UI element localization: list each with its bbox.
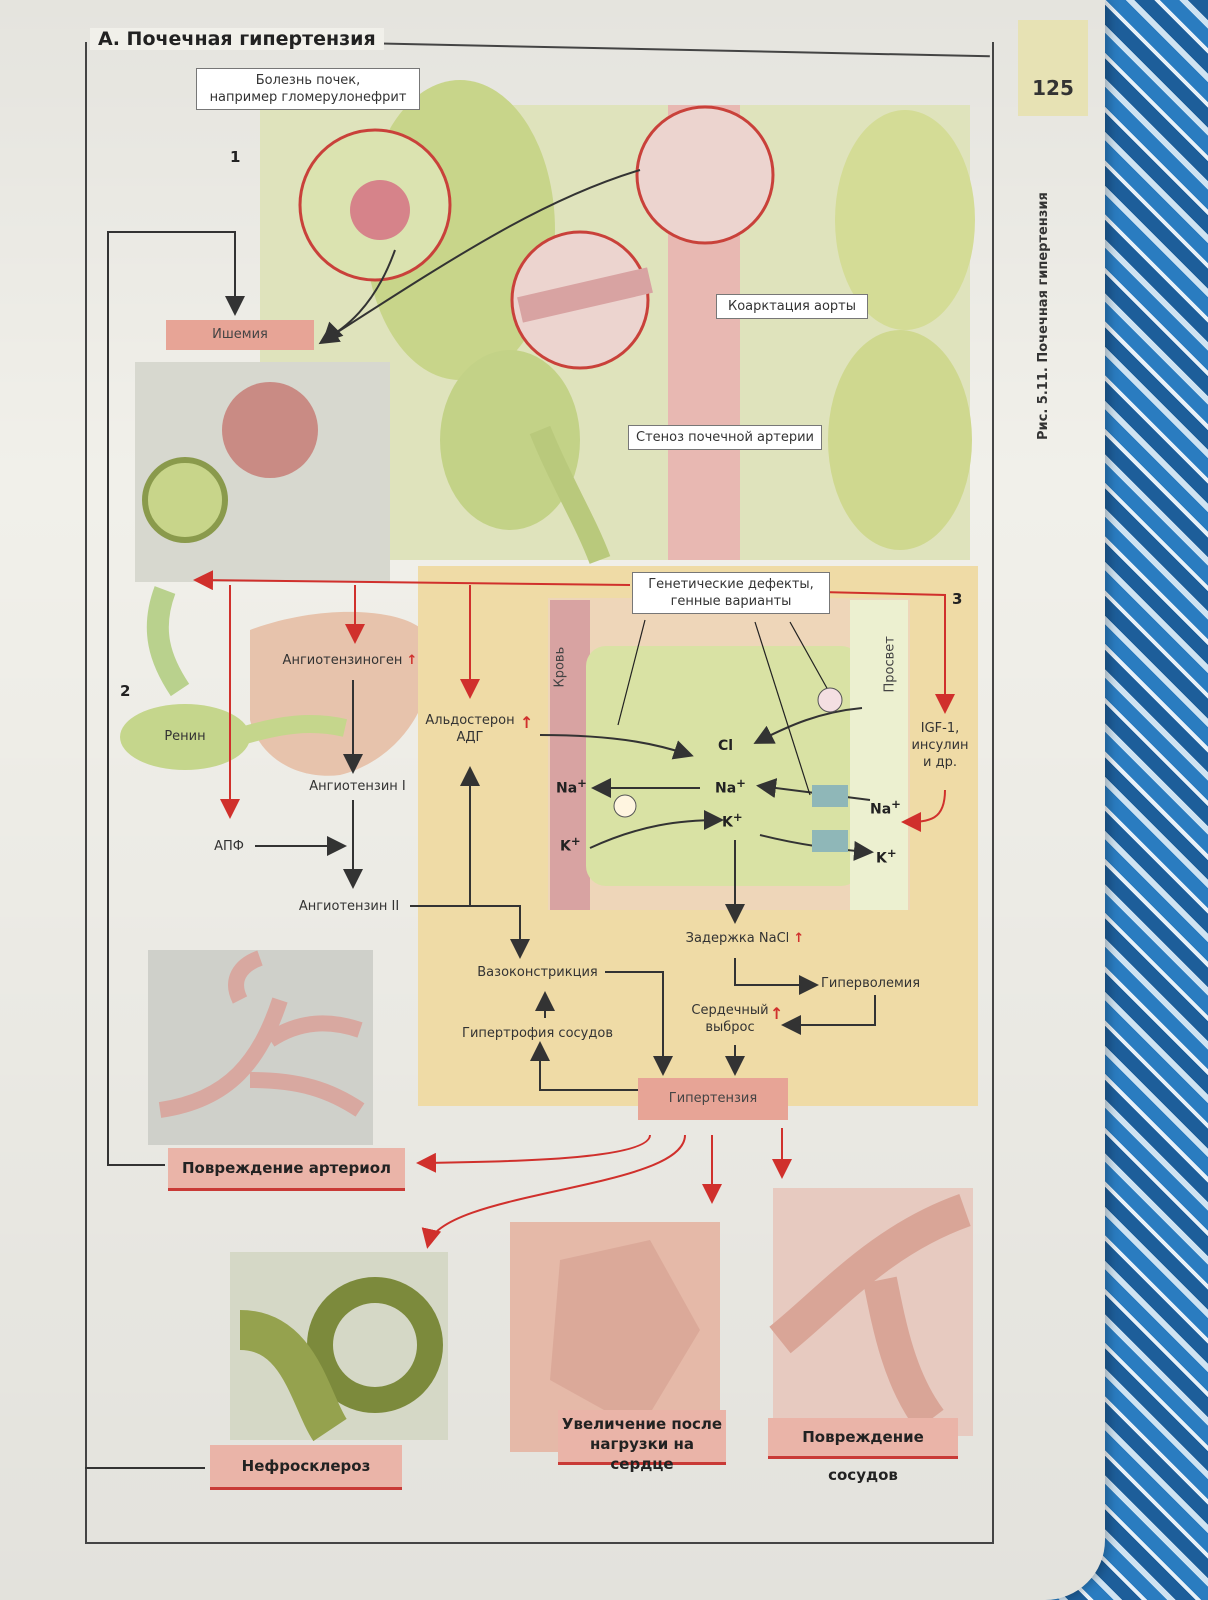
renal-artery-detail	[517, 267, 653, 323]
coarctation-label: Коарктация аорты	[716, 294, 868, 319]
nacl-retention-label: Задержка NaCl ↑	[685, 931, 805, 946]
arrow-cl	[753, 707, 863, 744]
arrow-vaso-ht	[605, 971, 673, 1076]
red-ht-nephro	[421, 1134, 686, 1249]
nephrosclerosis-tube	[238, 1310, 348, 1442]
heart-valve	[550, 1240, 700, 1430]
outcome-heart-afterload: Увеличение после нагрузки на сердце	[558, 1410, 726, 1473]
arrow-at2-vaso	[470, 905, 530, 959]
blood-label: Кровь	[552, 646, 568, 688]
liver	[250, 611, 432, 776]
nacl-up-icon: ↑	[793, 931, 805, 946]
arteriole-branches	[158, 950, 365, 1118]
label-number-3: 3	[952, 590, 963, 608]
angiotensin1-label: Ангиотензин I	[309, 779, 406, 794]
red-igf-na	[901, 789, 946, 832]
glomerulus-detail	[350, 180, 410, 240]
label-number-1: 1	[230, 148, 241, 166]
right-kidney	[835, 110, 975, 330]
ion-k-blood: K+	[560, 834, 581, 855]
figure-frame	[85, 42, 994, 1544]
pump-na-k	[613, 794, 637, 818]
page-number: 125	[1032, 76, 1074, 100]
ion-na-blood: Na+	[556, 776, 587, 797]
igf-label: IGF-1, инсулин и др.	[911, 721, 969, 770]
blood-column	[550, 600, 590, 910]
renin-label: Ренин	[164, 729, 206, 744]
genetic-pointer-3	[789, 621, 829, 691]
renin-tail	[242, 715, 348, 744]
arrow-ht-hypertrophy	[530, 1041, 640, 1091]
angiotensin2-label: Ангиотензин II	[298, 899, 400, 914]
angiotensinogen-up-icon: ↑	[406, 653, 418, 668]
genetic-pointer-2	[754, 621, 811, 796]
channel-cl	[817, 687, 843, 713]
left-kidney-lower	[440, 350, 580, 530]
ion-k-cell: K+	[722, 810, 743, 831]
genetic-defects-label: Генетические дефекты, генные варианты	[632, 572, 830, 614]
angiotensinogen-label: Ангиотензиноген ↑	[282, 653, 418, 668]
channel-na	[812, 785, 848, 807]
ischemia-box: Ишемия	[166, 320, 314, 350]
arrow-glomerulo-ischemia	[322, 249, 396, 343]
renin-shape	[120, 704, 250, 770]
red-to-igf	[819, 591, 955, 714]
ion-k-lumen: K+	[876, 846, 897, 867]
aorta-magnifier	[635, 105, 775, 245]
cardiac-output-up-icon: ↑	[770, 1004, 784, 1023]
ace-label: АПФ	[214, 839, 244, 854]
red-main-line	[193, 570, 631, 591]
nephron-tubule	[142, 457, 228, 543]
channel-k	[812, 830, 848, 852]
red-ht-arteriole	[416, 1134, 651, 1173]
arrow-at2-ald	[410, 766, 480, 907]
damaged-vessel	[769, 1193, 971, 1431]
ion-na-lumen: Na+	[870, 797, 901, 818]
arrow-arteriole-loop	[107, 231, 245, 1166]
arrow-hyper-co	[781, 995, 876, 1035]
arrow-nacl-hyper	[734, 958, 819, 995]
stenosis-label: Стеноз почечной артерии	[628, 425, 822, 450]
big-green-arrow	[146, 586, 190, 697]
right-kidney-lower	[828, 330, 972, 550]
vasoconstriction-label: Вазоконстрикция	[477, 965, 598, 980]
arrow-ald-tubule	[539, 734, 694, 760]
nephron-glomerulus	[222, 382, 318, 478]
hypervolemia-label: Гиперволемия	[820, 976, 921, 991]
outcome-nephrosclerosis: Нефросклероз	[210, 1445, 402, 1490]
lumen-label: Просвет	[882, 636, 898, 693]
outcome-arteriole-damage: Повреждение артериол	[168, 1148, 405, 1191]
ion-na-cell: Na+	[715, 776, 746, 797]
ureter	[529, 425, 611, 564]
ion-cl: Cl	[718, 738, 734, 754]
arrow-coarct-ischemia	[318, 169, 641, 345]
section-title: А. Почечная гипертензия	[90, 28, 384, 50]
cardiac-output-label: Сердечный выброс	[691, 1003, 769, 1035]
label-number-2: 2	[120, 682, 131, 700]
kidney-disease-label: Болезнь почек, например гломерулонефрит	[196, 68, 420, 110]
aldosterone-label: Альдостерон АДГ	[425, 713, 515, 745]
hypertension-box: Гипертензия	[638, 1078, 788, 1120]
page-tab	[1018, 20, 1088, 116]
vessel-hypertrophy-label: Гипертрофия сосудов	[462, 1026, 613, 1041]
aldosterone-up-icon: ↑	[520, 713, 534, 732]
genetic-pointer-1	[617, 619, 646, 726]
arrow-k-in	[589, 810, 724, 849]
outcome-vessel-damage: Повреждение сосудов	[768, 1418, 958, 1484]
nephrosclerosis-tubule	[307, 1277, 443, 1413]
